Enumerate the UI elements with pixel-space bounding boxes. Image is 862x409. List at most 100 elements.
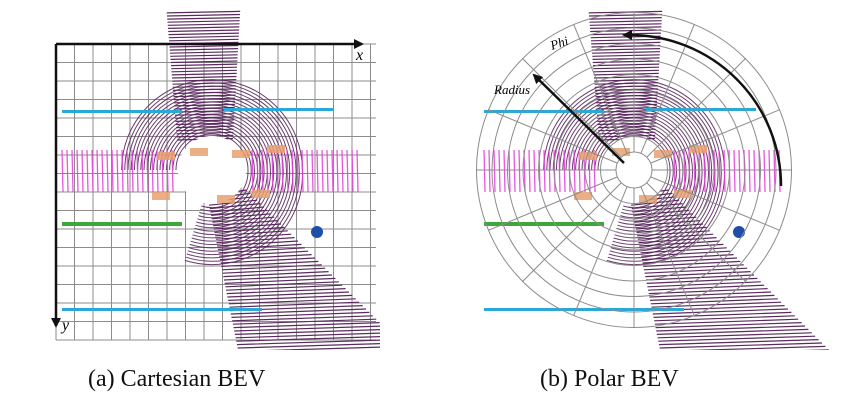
polar-scan-line bbox=[591, 48, 661, 51]
cartesian-band-stroke bbox=[131, 149, 134, 193]
polar-scan-line bbox=[591, 41, 661, 45]
polar-band-stroke bbox=[713, 149, 716, 193]
cartesian-ring bbox=[121, 79, 303, 171]
polar-point-cloud bbox=[483, 0, 829, 350]
cartesian-band-stroke bbox=[336, 149, 339, 193]
polar-scan-line bbox=[644, 267, 748, 274]
polar-band-stroke bbox=[493, 149, 496, 193]
polar-spoke bbox=[573, 23, 628, 154]
cartesian-scan-line bbox=[234, 325, 380, 332]
polar-scan-line bbox=[648, 284, 765, 291]
polar-scan-line bbox=[656, 325, 806, 332]
cartesian-scan-line bbox=[215, 230, 288, 237]
cartesian-object-cluster bbox=[190, 148, 208, 156]
cartesian-cyan-edge bbox=[62, 110, 182, 113]
cartesian-band-stroke bbox=[61, 149, 64, 193]
polar-scan-line bbox=[631, 203, 683, 210]
polar-scan-line bbox=[590, 38, 661, 42]
cartesian-scan-line bbox=[236, 339, 380, 346]
cartesian-center-hole bbox=[178, 136, 246, 204]
x-axis-label: x bbox=[355, 47, 363, 64]
cartesian-ring bbox=[124, 82, 300, 171]
polar-spoke bbox=[487, 109, 618, 164]
polar-scan-line bbox=[591, 44, 661, 48]
cartesian-scan-line bbox=[167, 26, 240, 29]
cartesian-object-cluster bbox=[217, 195, 235, 203]
cartesian-band-stroke bbox=[141, 149, 144, 193]
polar-band-stroke bbox=[698, 149, 701, 193]
polar-band-stroke bbox=[738, 149, 741, 193]
polar-ring bbox=[606, 169, 725, 266]
cartesian-band-stroke bbox=[271, 149, 274, 193]
polar-scan-line bbox=[655, 322, 802, 329]
polar-scan-line bbox=[592, 63, 660, 67]
cartesian-ring bbox=[184, 169, 303, 266]
polar-scan-line bbox=[592, 57, 660, 60]
cartesian-band-stroke bbox=[86, 149, 89, 193]
cartesian-band-stroke bbox=[116, 149, 119, 193]
cartesian-scan-line bbox=[175, 122, 234, 126]
polar-scan-line bbox=[593, 72, 659, 76]
cartesian-scan-line bbox=[170, 54, 238, 57]
polar-band-stroke bbox=[683, 149, 686, 193]
cartesian-band-stroke bbox=[266, 149, 269, 193]
polar-scan-line bbox=[593, 75, 659, 79]
cartesian-band-stroke bbox=[331, 149, 334, 193]
cartesian-scan-line bbox=[168, 35, 239, 39]
polar-scan-line bbox=[657, 332, 812, 339]
polar-grid bbox=[476, 12, 792, 328]
polar-scan-line bbox=[652, 308, 789, 315]
cartesian-cyan-edge bbox=[224, 108, 334, 111]
polar-spoke bbox=[521, 182, 622, 283]
polar-scan-line bbox=[654, 318, 799, 325]
polar-scan-line bbox=[588, 10, 663, 14]
phi-label: Phi bbox=[547, 33, 570, 53]
cartesian-object-cluster bbox=[152, 192, 170, 200]
polar-scan-line bbox=[686, 345, 826, 350]
polar-band-stroke bbox=[753, 149, 756, 193]
cartesian-scan-line bbox=[228, 294, 353, 301]
cartesian-cyan-edge bbox=[62, 308, 262, 311]
polar-object-cluster bbox=[579, 152, 597, 160]
cartesian-band-stroke bbox=[351, 149, 354, 193]
cartesian-ring bbox=[190, 169, 284, 245]
cartesian-vehicle bbox=[311, 226, 323, 238]
polar-ring bbox=[609, 169, 716, 256]
polar-scan-line bbox=[801, 349, 829, 350]
polar-scan-line bbox=[647, 281, 761, 288]
cartesian-band-stroke bbox=[101, 149, 104, 193]
polar-band-stroke bbox=[763, 149, 766, 193]
cartesian-scan-line bbox=[170, 63, 238, 67]
polar-spoke bbox=[573, 186, 628, 317]
cartesian-scan-line bbox=[209, 203, 261, 210]
cartesian-green-edge bbox=[62, 222, 182, 226]
cartesian-band-stroke bbox=[301, 149, 304, 193]
cartesian-scan-line bbox=[230, 308, 367, 315]
cartesian-band-stroke bbox=[76, 149, 79, 193]
polar-ring bbox=[620, 169, 681, 219]
polar-band-stroke bbox=[558, 149, 561, 193]
cartesian-band-stroke bbox=[81, 149, 84, 193]
cartesian-ring bbox=[189, 169, 287, 249]
cartesian-ring bbox=[127, 85, 297, 171]
cartesian-scan-line bbox=[234, 329, 380, 335]
polar-green-edge bbox=[629, 0, 659, 6]
polar-band-stroke bbox=[703, 149, 706, 193]
cartesian-band-stroke bbox=[121, 149, 124, 193]
cartesian-ring bbox=[143, 101, 281, 171]
polar-scan-line bbox=[593, 66, 660, 70]
cartesian-point-cloud bbox=[61, 10, 380, 350]
cartesian-ring bbox=[146, 104, 278, 171]
cartesian-axes: x y bbox=[51, 39, 364, 334]
cartesian-scan-line bbox=[221, 264, 322, 271]
cartesian-scan-line bbox=[228, 298, 356, 305]
cartesian-scan-line bbox=[264, 346, 380, 350]
cartesian-ring bbox=[185, 169, 300, 262]
cartesian-ring bbox=[156, 114, 268, 171]
polar-band-stroke bbox=[563, 149, 566, 193]
polar-scan-line bbox=[643, 260, 741, 267]
polar-band-stroke bbox=[528, 149, 531, 193]
cartesian-scan-line bbox=[168, 38, 239, 42]
phi-arc-arrow bbox=[622, 30, 783, 187]
polar-spoke bbox=[487, 176, 618, 231]
